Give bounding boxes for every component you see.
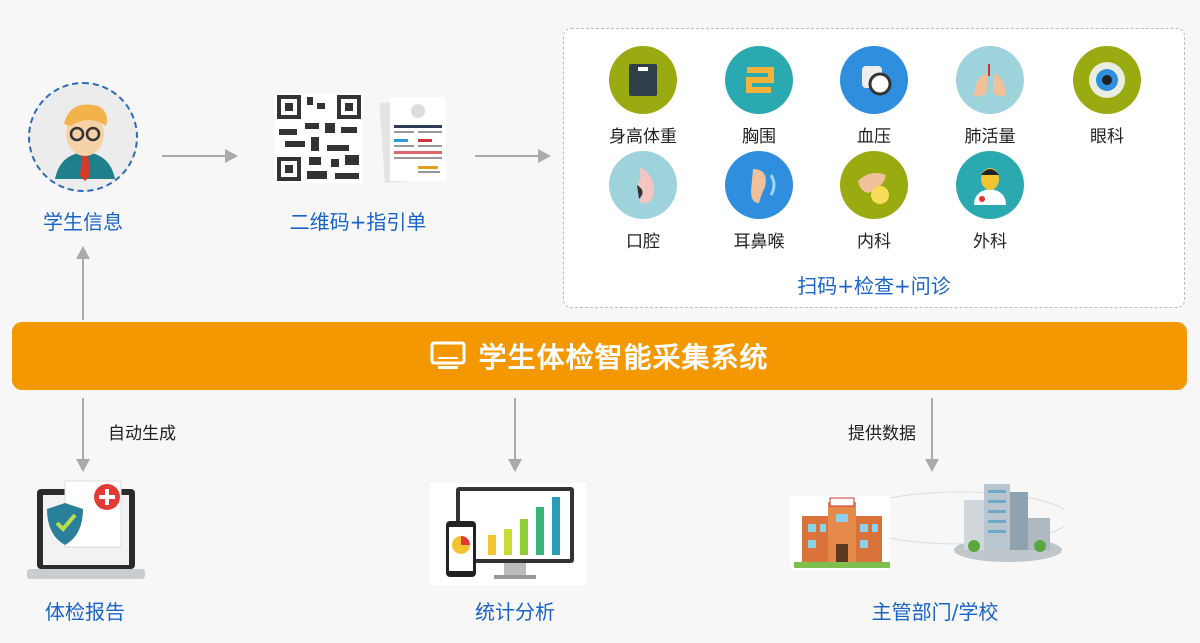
arrow-down	[76, 398, 90, 472]
blood-pressure-icon	[862, 66, 892, 96]
laptop-report-icon	[27, 480, 145, 579]
eye-icon	[1089, 62, 1125, 98]
report-label: 体检报告	[45, 600, 125, 624]
exam-item-blood-pressure	[840, 46, 908, 114]
lungs-icon	[974, 64, 1006, 97]
authority-label: 主管部门/学校	[871, 600, 999, 624]
system-title: 学生体检智能采集系统	[478, 341, 769, 374]
auto-generate-label: 自动生成	[108, 424, 176, 444]
guide-sheet-icon	[380, 97, 446, 183]
arrow-down	[508, 398, 522, 472]
analysis-label: 统计分析	[475, 600, 555, 624]
tape-measure-icon	[746, 67, 774, 93]
liver-icon	[858, 173, 889, 204]
exam-item-scale	[609, 46, 677, 114]
exam-item-label: 内科	[857, 232, 891, 252]
arrow-up	[76, 246, 90, 320]
exam-item-label: 肺活量	[964, 127, 1016, 147]
exam-item-label: 眼科	[1090, 127, 1124, 147]
exam-item-label: 耳鼻喉	[733, 232, 785, 252]
arrow-right	[475, 149, 551, 163]
exam-item-label: 身高体重	[609, 127, 677, 147]
exam-item-eye	[1073, 46, 1141, 114]
school-government-buildings-icon	[790, 484, 1065, 570]
exam-item-doctor	[956, 151, 1024, 219]
qr-code-icon	[275, 93, 363, 183]
student-avatar	[28, 82, 138, 192]
arrow-right	[162, 149, 238, 163]
exam-item-tape-measure	[725, 46, 793, 114]
student-icon	[55, 104, 115, 181]
mouth-icon	[637, 167, 654, 204]
system-bar: 学生体检智能采集系统	[12, 322, 1187, 390]
monitor-icon	[430, 341, 466, 369]
ear-icon	[751, 169, 776, 203]
exam-item-label: 口腔	[626, 232, 660, 252]
exam-item-label: 胸围	[742, 127, 776, 147]
exam-item-label: 血压	[857, 127, 891, 147]
exam-item-ear	[725, 151, 793, 219]
scale-icon	[629, 64, 657, 96]
exam-item-lungs	[956, 46, 1024, 114]
doctor-icon	[974, 168, 1006, 205]
exam-item-mouth	[609, 151, 677, 219]
exam-item-liver	[840, 151, 908, 219]
exam-caption: 扫码+检查+问诊	[797, 274, 951, 298]
arrow-down	[925, 398, 939, 472]
provide-data-label: 提供数据	[848, 424, 916, 444]
qr-guide-label: 二维码+指引单	[289, 210, 427, 234]
student-info-label: 学生信息	[43, 210, 123, 234]
statistics-chart-icon	[430, 483, 586, 585]
exam-item-label: 外科	[973, 232, 1007, 252]
